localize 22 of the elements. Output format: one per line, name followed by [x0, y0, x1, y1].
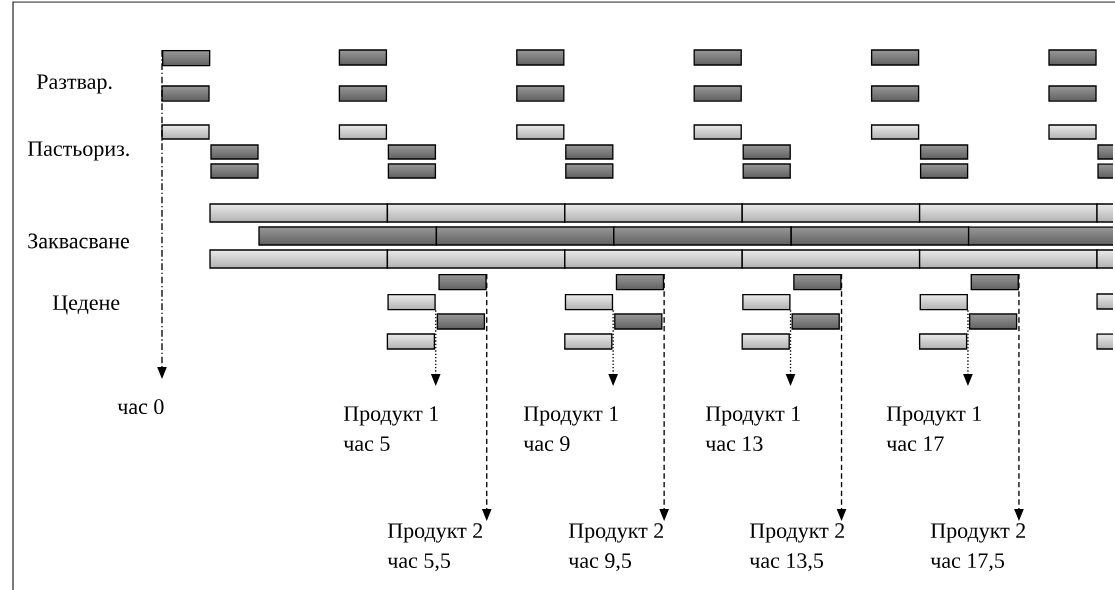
- time-label: Продукт 2 час 5,5: [387, 523, 482, 572]
- schedule-bar: [793, 274, 842, 291]
- schedule-bar: [387, 294, 436, 311]
- time-label: Продукт 1 час 5: [343, 406, 438, 451]
- schedule-bar: [564, 294, 614, 311]
- schedule-bar: [438, 274, 487, 291]
- row-label: Пастьориз.: [27, 141, 129, 161]
- time-label: Продукт 1 час 13: [705, 406, 800, 451]
- time-label: Продукт 2 час 9,5: [568, 523, 663, 572]
- schedule-bar: [162, 50, 211, 67]
- row-label: Цедене: [52, 295, 120, 315]
- schedule-bar: [742, 294, 791, 311]
- schedule-bar: [615, 274, 665, 291]
- schedule-bar: [970, 274, 1019, 291]
- time-label: Продукт 2 час 13,5: [749, 523, 844, 572]
- time-label: Продукт 1 час 9: [523, 406, 618, 451]
- time-label: Продукт 1 час 17: [886, 406, 981, 451]
- schedule-bar: [919, 294, 968, 311]
- row-label: Заквасване: [28, 233, 129, 249]
- time-label: Продукт 2 час 17,5: [930, 523, 1025, 572]
- time-label: час 0: [117, 399, 164, 415]
- row-label: Разтвар.: [36, 74, 112, 94]
